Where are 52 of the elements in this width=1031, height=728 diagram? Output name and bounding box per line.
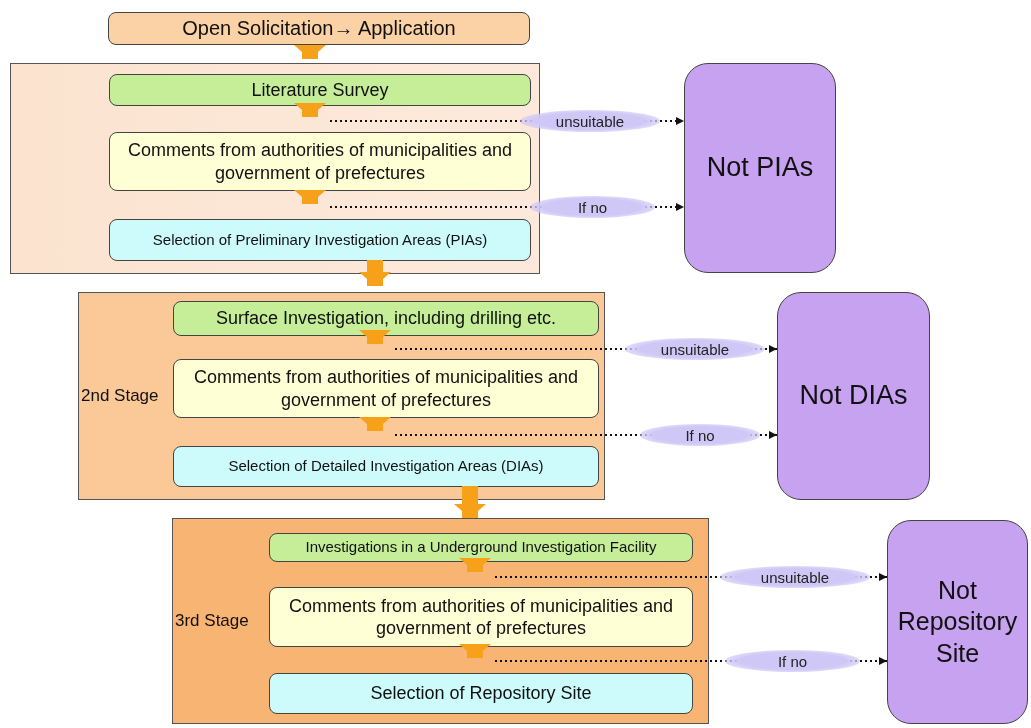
dotted-arrow: [329, 117, 685, 125]
dotted-arrow: [494, 657, 888, 665]
box-text: Not DIAs: [798, 379, 909, 413]
stage-panel: [10, 63, 540, 274]
box-text: Not Repository Site: [896, 575, 1019, 669]
flow-arrow: [454, 486, 486, 518]
edge-label: unsuitable: [720, 566, 870, 588]
process-box: [109, 219, 531, 261]
edge-label: unsuitable: [625, 338, 765, 360]
process-box: [269, 673, 693, 714]
edge-label: If no: [530, 196, 655, 218]
box-text: Selection of Preliminary Investigation Areas (PIAs): [151, 230, 489, 250]
flow-arrow: [294, 45, 326, 59]
process-box: [173, 359, 599, 418]
box-text: Literature Survey: [250, 78, 390, 102]
flow-arrow: [459, 558, 491, 572]
process-box: [269, 533, 693, 562]
outcome-box: [684, 63, 836, 273]
box-text: Open Solicitation→ Application: [181, 16, 457, 41]
flow-arrow: [359, 260, 391, 286]
outcome-box: [777, 292, 930, 500]
flow-arrow: [359, 330, 391, 344]
box-text: Comments from authorities of municipalities and government of prefectures: [126, 139, 514, 184]
dotted-arrow: [329, 203, 685, 211]
box-text: Investigations in a Underground Investigation Facility: [304, 538, 658, 557]
stage-label: 2nd Stage: [81, 386, 159, 406]
box-text: Not PIAs: [705, 151, 815, 185]
process-box: [109, 132, 531, 191]
process-box: [109, 74, 531, 106]
edge-label: If no: [640, 424, 760, 446]
edge-label: unsuitable: [520, 110, 660, 132]
box-text: Comments from authorities of municipalities and government of prefectures: [192, 366, 580, 411]
stage-panel: [78, 292, 605, 500]
stage-label: 3rd Stage: [175, 611, 249, 631]
flow-arrow: [294, 103, 326, 117]
flow-arrow: [359, 417, 391, 431]
flow-arrow: [459, 644, 491, 658]
flow-arrow: [294, 190, 326, 204]
process-box: [173, 446, 599, 487]
stage-panel: [172, 518, 709, 724]
title-box: [108, 12, 530, 45]
box-text: Selection of Detailed Investigation Areas (DIAs): [227, 457, 545, 476]
outcome-box: [887, 520, 1028, 724]
edge-label: If no: [725, 650, 860, 672]
dotted-arrow: [394, 345, 778, 353]
box-text: Surface Investigation, including drilling etc.: [214, 307, 558, 330]
process-box: [173, 301, 599, 336]
dotted-arrow: [394, 431, 778, 439]
box-text: Selection of Repository Site: [369, 682, 593, 705]
dotted-arrow: [494, 573, 888, 581]
process-box: [269, 587, 693, 647]
box-text: Comments from authorities of municipalities and government of prefectures: [287, 594, 675, 640]
